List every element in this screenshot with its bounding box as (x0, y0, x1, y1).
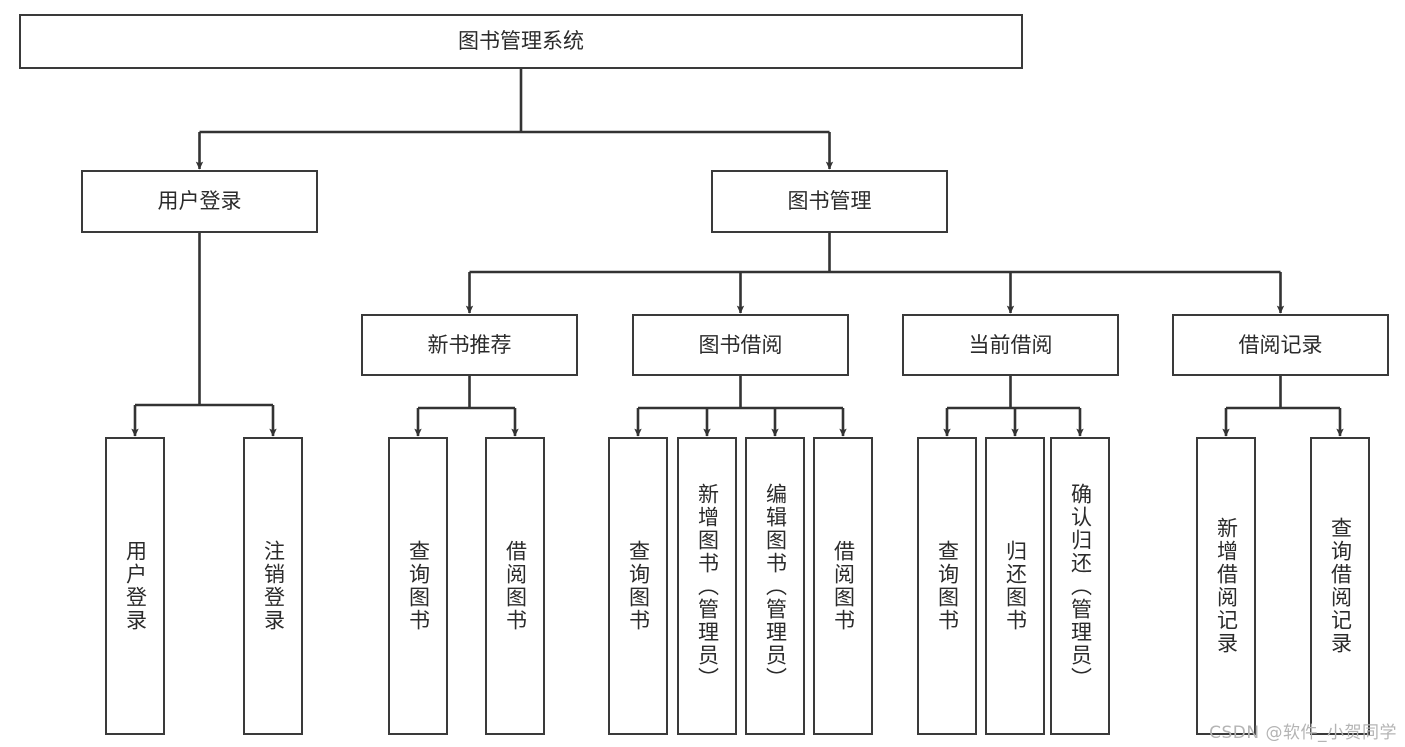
node-current-borrow[interactable]: 当前借阅 (902, 314, 1119, 376)
node-leaf-add-book-admin[interactable]: 新增图书（管理员） (677, 437, 737, 735)
node-label: 图书管理系统 (458, 29, 584, 54)
node-borrow-record[interactable]: 借阅记录 (1172, 314, 1389, 376)
node-leaf-add-borrow-record[interactable]: 新增借阅记录 (1196, 437, 1256, 735)
node-label: 编辑图书（管理员） (763, 482, 788, 690)
node-label: 用户登录 (157, 189, 242, 214)
node-label: 确认归还（管理员） (1068, 482, 1093, 690)
edge-lines (131, 69, 1344, 437)
node-leaf-edit-book-admin[interactable]: 编辑图书（管理员） (745, 437, 805, 735)
node-root[interactable]: 图书管理系统 (19, 14, 1023, 69)
node-leaf-return-book[interactable]: 归还图书 (985, 437, 1045, 735)
node-label: 新增图书（管理员） (695, 482, 720, 690)
node-label: 注销登录 (261, 540, 286, 632)
node-label: 新书推荐 (427, 332, 512, 357)
node-book-management[interactable]: 图书管理 (711, 170, 948, 233)
node-label: 当前借阅 (968, 332, 1053, 357)
node-label: 借阅图书 (503, 540, 528, 632)
node-leaf-borrow-book-recommend[interactable]: 借阅图书 (485, 437, 545, 735)
node-label: 查询图书 (626, 540, 651, 632)
node-leaf-query-book-borrow[interactable]: 查询图书 (608, 437, 668, 735)
node-label: 新增借阅记录 (1214, 517, 1239, 655)
node-leaf-confirm-return-admin[interactable]: 确认归还（管理员） (1050, 437, 1110, 735)
node-new-book-recommend[interactable]: 新书推荐 (361, 314, 578, 376)
node-label: 借阅图书 (831, 540, 856, 632)
node-label: 查询图书 (406, 540, 431, 632)
node-leaf-query-borrow-record[interactable]: 查询借阅记录 (1310, 437, 1370, 735)
node-leaf-user-logout[interactable]: 注销登录 (243, 437, 303, 735)
node-leaf-borrow-book[interactable]: 借阅图书 (813, 437, 873, 735)
node-label: 图书管理 (787, 189, 872, 214)
node-user-login[interactable]: 用户登录 (81, 170, 318, 233)
node-book-borrow[interactable]: 图书借阅 (632, 314, 849, 376)
node-label: 用户登录 (123, 540, 148, 632)
node-leaf-query-book-current[interactable]: 查询图书 (917, 437, 977, 735)
node-label: 归还图书 (1003, 540, 1028, 632)
node-label: 借阅记录 (1238, 332, 1323, 357)
node-label: 查询借阅记录 (1328, 517, 1353, 655)
node-label: 图书借阅 (698, 332, 783, 357)
node-leaf-user-login[interactable]: 用户登录 (105, 437, 165, 735)
node-label: 查询图书 (935, 540, 960, 632)
node-leaf-query-book-recommend[interactable]: 查询图书 (388, 437, 448, 735)
